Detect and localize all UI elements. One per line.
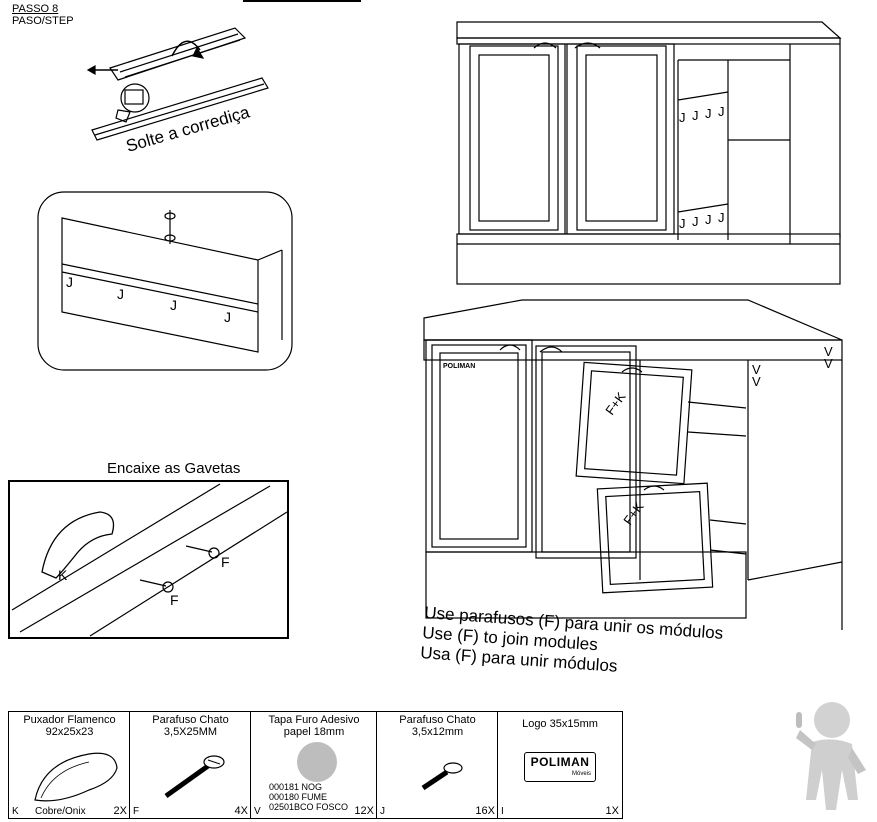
svg-text:J: J xyxy=(692,214,699,229)
step-subtitle: PASO/STEP xyxy=(12,15,74,27)
part-qty: 1X xyxy=(605,805,619,817)
handle-part-icon xyxy=(34,752,118,802)
part-code: K xyxy=(12,806,19,817)
svg-text:J: J xyxy=(679,216,686,231)
part-name: Tapa Furo Adesivo papel 18mm xyxy=(268,714,360,738)
part-card-f: Parafuso Chato 3,5X25MM F 4X xyxy=(129,711,252,819)
svg-text:J: J xyxy=(705,106,712,121)
svg-text:F+K: F+K xyxy=(602,389,629,418)
part-code: I xyxy=(501,806,504,817)
lower-cabinet-drawing xyxy=(423,299,843,630)
svg-text:V: V xyxy=(824,344,833,359)
svg-text:J: J xyxy=(718,210,725,225)
part-name: Puxador Flamenco 92x25x23 xyxy=(23,714,116,738)
step-header: PASSO 8 PASO/STEP xyxy=(12,3,74,27)
svg-text:V: V xyxy=(752,362,761,377)
release-slide-label: Solte a corrediça xyxy=(124,102,252,156)
step-title: PASSO 8 xyxy=(12,3,59,15)
long-screw-icon xyxy=(164,755,225,799)
svg-text:V: V xyxy=(752,374,761,389)
svg-text:J: J xyxy=(66,274,73,290)
svg-text:J: J xyxy=(117,286,124,302)
logo-text: POLIMAN xyxy=(530,755,590,769)
part-card-j: Parafuso Chato 3,5x12mm J 16X xyxy=(376,711,499,819)
part-name: Parafuso Chato 3,5x12mm xyxy=(399,714,476,738)
upper-cabinet-j-labels: J J J J J J J J xyxy=(679,104,725,231)
cover-cap-swatch xyxy=(297,742,337,782)
drawer-back-detail xyxy=(37,191,293,371)
svg-text:F: F xyxy=(170,592,179,608)
lower-cabinet-labels: F+K F+K V V V V POLIMAN xyxy=(443,344,833,528)
cover-cap-variants: 000181 NOG 000180 FUME 02501BCO FOSCO xyxy=(269,782,349,812)
part-card-logo: Logo 35x15mm POLIMAN Móveis I 1X xyxy=(497,711,623,819)
part-name: Parafuso Chato 3,5X25MM xyxy=(152,714,229,738)
thumbs-up-figure xyxy=(796,702,866,810)
part-qty: 16X xyxy=(475,805,495,817)
svg-text:J: J xyxy=(224,309,231,325)
fit-drawers-label: Encaixe as Gavetas xyxy=(107,460,240,477)
cabinet-logo-label: POLIMAN xyxy=(443,363,475,370)
svg-text:J: J xyxy=(718,104,725,119)
part-code: V xyxy=(254,806,261,817)
drawer-j-labels: J J J J xyxy=(66,274,231,325)
svg-text:V: V xyxy=(824,356,833,371)
part-card-v: Tapa Furo Adesivo papel 18mm 000181 NOG … xyxy=(250,711,378,819)
handle-letter-labels: K F F xyxy=(58,554,230,608)
part-code: F xyxy=(133,806,140,817)
part-qty: 2X xyxy=(113,805,127,817)
slide-release-illustration xyxy=(86,27,269,141)
svg-text:F: F xyxy=(221,554,230,570)
part-card-k: Puxador Flamenco 92x25x23 K Cobre/Onix 2… xyxy=(8,711,131,819)
svg-text:J: J xyxy=(679,110,686,125)
svg-text:F+K: F+K xyxy=(620,499,647,528)
part-qty: 12X xyxy=(354,805,374,817)
upper-cabinet-drawing xyxy=(456,21,842,285)
logo-badge: POLIMAN Móveis xyxy=(524,752,596,782)
handle-detail xyxy=(8,480,289,639)
svg-text:J: J xyxy=(705,212,712,227)
screw-instructions: Use parafusos (F) para unir os módulos U… xyxy=(420,603,724,676)
part-name: Logo 35x15mm xyxy=(522,718,598,730)
svg-text:J: J xyxy=(170,297,177,313)
logo-subtext: Móveis xyxy=(571,771,591,777)
part-finish: Cobre/Onix xyxy=(35,806,86,817)
part-qty: 4X xyxy=(234,805,248,817)
part-code: J xyxy=(380,806,385,817)
short-screw-icon xyxy=(421,762,463,791)
svg-text:K: K xyxy=(58,567,68,583)
top-rule xyxy=(243,0,361,2)
svg-text:J: J xyxy=(692,108,699,123)
